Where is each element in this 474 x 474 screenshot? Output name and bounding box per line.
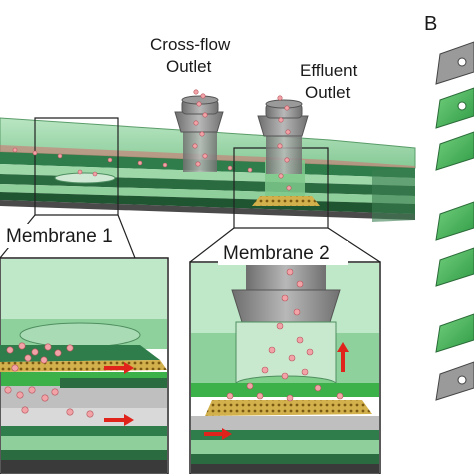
crossflow-label-line1: Cross-flow bbox=[150, 35, 231, 54]
membrane1-label: Membrane 1 bbox=[6, 226, 113, 247]
membrane1-panel bbox=[0, 257, 169, 474]
effluent-outlet bbox=[257, 99, 309, 174]
crossflow-label-line2: Outlet bbox=[166, 57, 212, 76]
flow-arrow-upper bbox=[104, 362, 134, 374]
panel-b-exploded-layers bbox=[435, 41, 474, 401]
effluent-label-line2: Outlet bbox=[305, 83, 351, 102]
particles-main bbox=[12, 89, 292, 191]
flow-arrow-inlet bbox=[204, 428, 232, 440]
membrane1-well bbox=[54, 172, 116, 184]
membrane2-label: Membrane 2 bbox=[223, 243, 330, 264]
panel-b-label: B bbox=[424, 13, 437, 35]
flow-arrow-up bbox=[337, 342, 349, 372]
effluent-label-line1: Effluent bbox=[300, 61, 358, 80]
membrane2-mesh-small bbox=[252, 196, 320, 206]
flow-arrow-lower bbox=[104, 414, 134, 426]
membrane2-panel bbox=[189, 261, 381, 474]
